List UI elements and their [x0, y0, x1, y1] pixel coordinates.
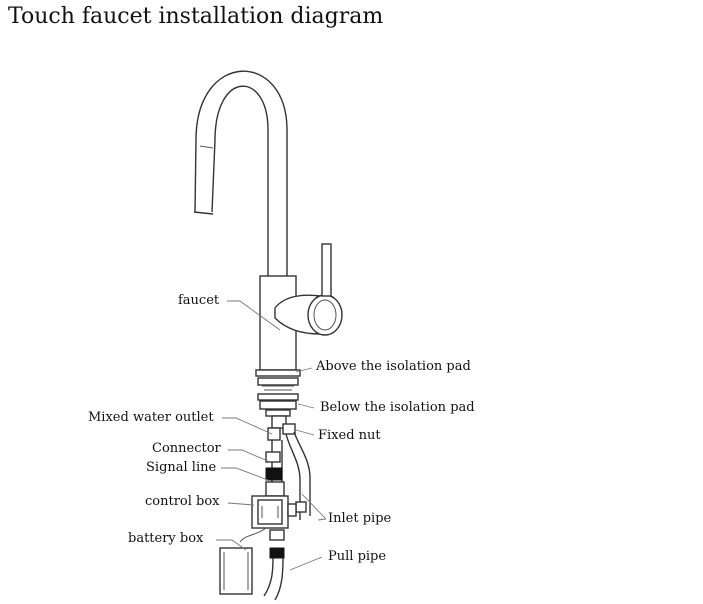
inlet-pipes: [285, 431, 311, 520]
faucet-spout: [193, 70, 288, 278]
label-faucet: faucet: [178, 293, 220, 308]
label-pull-pipe: Pull pipe: [328, 549, 387, 564]
label-connector: Connector: [152, 441, 221, 456]
label-control-box: control box: [145, 494, 220, 509]
diagram-title: Touch faucet installation diagram: [8, 4, 384, 29]
isolation-pads: [255, 369, 301, 429]
label-above-isolation-pad: Above the isolation pad: [316, 359, 471, 374]
connector-stack: [265, 440, 285, 497]
label-signal-line: Signal line: [146, 460, 217, 475]
label-inlet-pipe: Inlet pipe: [328, 511, 392, 526]
label-mixed-water-outlet: Mixed water outlet: [88, 410, 214, 425]
battery-box: [219, 527, 267, 595]
leader-lines: [216, 300, 327, 571]
faucet-body: [259, 243, 343, 371]
pull-pipe: [263, 529, 285, 601]
control-box: [251, 495, 297, 529]
label-fixed-nut: Fixed nut: [318, 428, 381, 443]
label-battery-box: battery box: [128, 531, 204, 546]
fixed-nut: [267, 423, 296, 441]
label-below-isolation-pad: Below the isolation pad: [320, 400, 475, 415]
